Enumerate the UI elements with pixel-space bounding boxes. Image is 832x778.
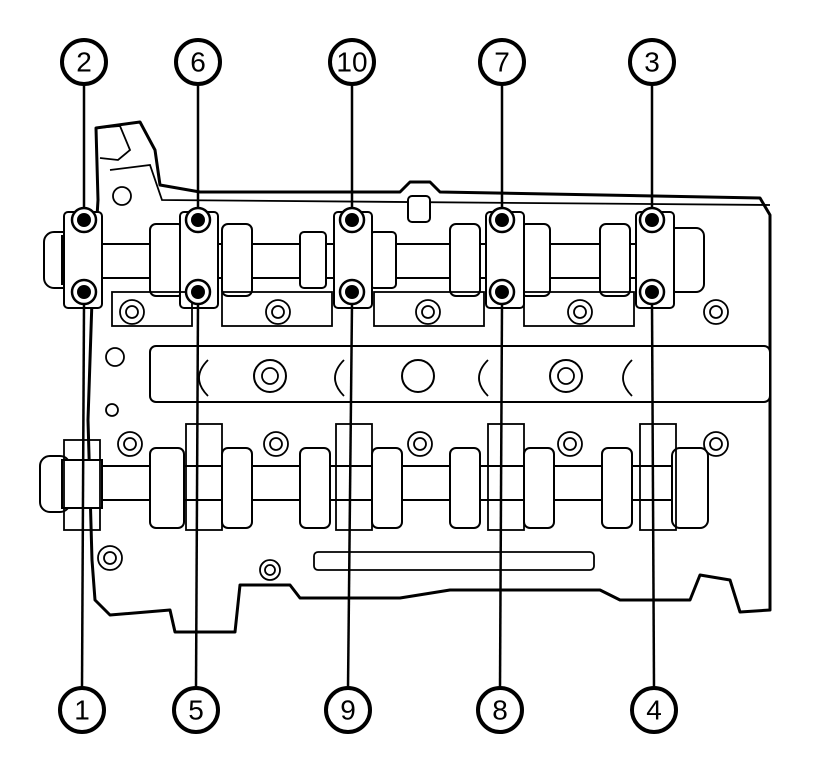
- callout-top-5: 3: [628, 38, 676, 86]
- callout-bottom-2: 5: [172, 686, 220, 734]
- callout-label: 7: [494, 47, 510, 78]
- bolt-lower-1: [70, 278, 98, 306]
- leader-bottom-3: [346, 303, 354, 689]
- callout-label: 10: [336, 47, 367, 78]
- callout-label: 9: [340, 695, 356, 726]
- bearing-cap-bolts: [70, 206, 666, 306]
- callout-bottom-5: 4: [630, 686, 678, 734]
- spark-plug-gallery: [149, 345, 771, 403]
- bolt-upper-3: [338, 206, 366, 234]
- bolt-lower-3: [338, 278, 366, 306]
- bolt-lower-4: [488, 278, 516, 306]
- callout-label: 1: [74, 695, 90, 726]
- bolt-lower-5: [638, 278, 666, 306]
- callout-top-3: 10: [328, 38, 376, 86]
- callout-top-2: 6: [174, 38, 222, 86]
- callouts: 2 6 10 7 3 1: [58, 38, 678, 734]
- bolt-upper-5: [638, 206, 666, 234]
- callout-top-1: 2: [60, 38, 108, 86]
- bolt-upper-4: [488, 206, 516, 234]
- callout-bottom-3: 9: [324, 686, 372, 734]
- callout-bottom-1: 1: [58, 686, 106, 734]
- callout-label: 4: [646, 695, 662, 726]
- callout-bottom-4: 8: [476, 686, 524, 734]
- callout-label: 5: [188, 695, 204, 726]
- callout-label: 8: [492, 695, 508, 726]
- callout-label: 6: [190, 47, 206, 78]
- leader-bottom-4: [498, 303, 504, 689]
- leader-bottom-1: [80, 303, 86, 689]
- callout-label: 2: [76, 47, 92, 78]
- leader-lines: [80, 84, 656, 689]
- leader-bottom-2: [194, 303, 200, 689]
- bolt-lower-2: [184, 278, 212, 306]
- leader-bottom-5: [650, 303, 656, 689]
- callout-label: 3: [644, 47, 660, 78]
- callout-top-4: 7: [478, 38, 526, 86]
- lower-follower-bolts: [117, 431, 729, 581]
- bolt-upper-1: [70, 206, 98, 234]
- upper-follower-bolts: [111, 291, 729, 327]
- bolt-upper-2: [184, 206, 212, 234]
